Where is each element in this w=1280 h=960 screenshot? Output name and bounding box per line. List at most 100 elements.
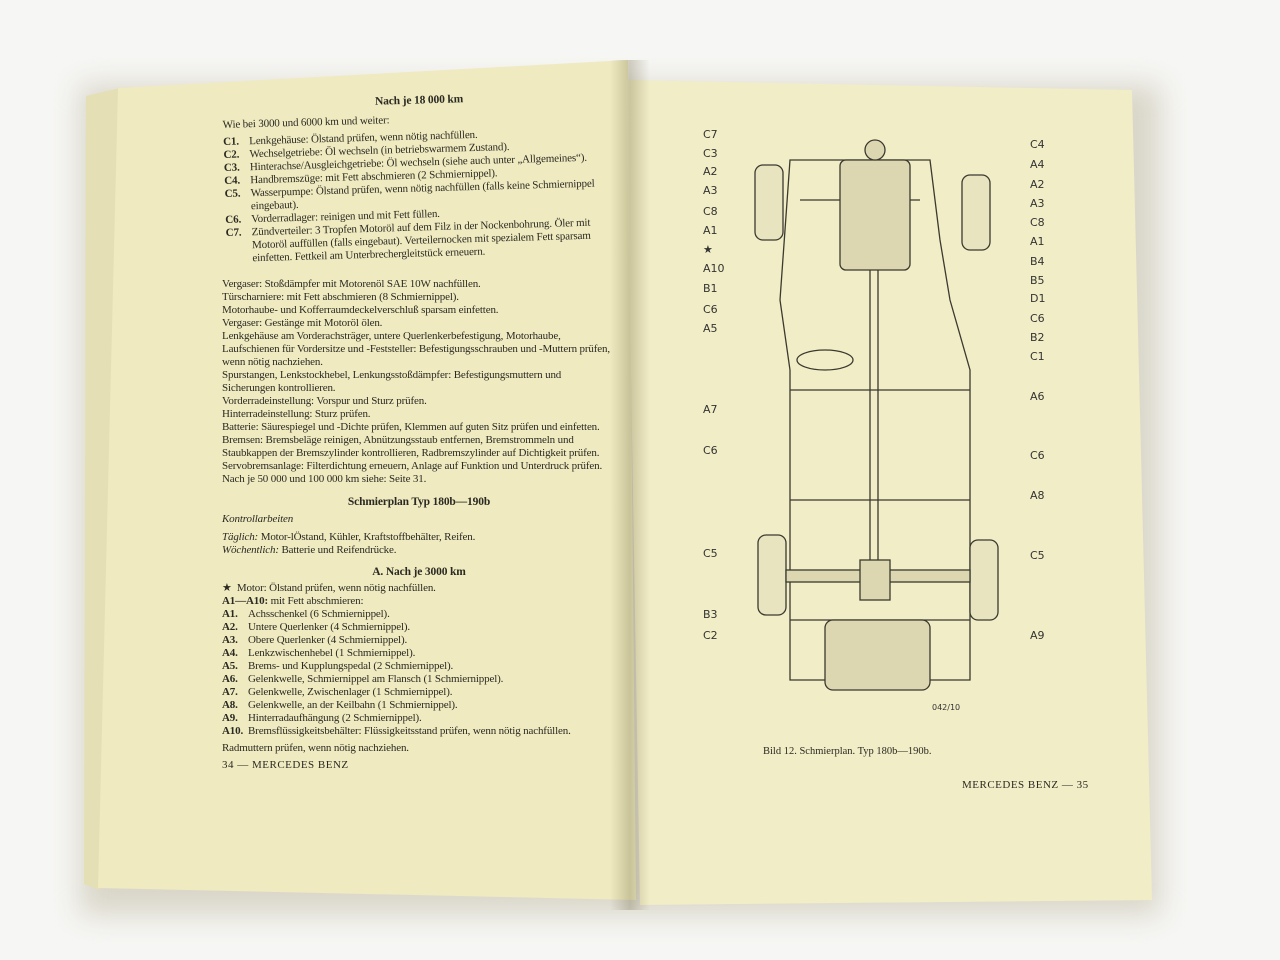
item-text: Achsschenkel (6 Schmiernippel). (248, 608, 390, 620)
a-item: A5.Brems- und Kupplungspedal (2 Schmiern… (222, 660, 616, 673)
diagram-label-left: A10 (703, 262, 725, 275)
paragraph: Nach je 50 000 und 100 000 km siehe: Sei… (222, 473, 427, 485)
item-text: Bremsflüssigkeitsbehälter: Flüssigkeitss… (248, 725, 571, 737)
diagram-label-right: C6 (1030, 312, 1045, 325)
item-code: A5. (222, 660, 238, 672)
diagram-label-left: C3 (703, 147, 718, 160)
book-gutter (610, 60, 650, 910)
taeglich-label: Täglich: (222, 531, 259, 543)
diagram-label-left: B1 (703, 282, 718, 295)
item-code: A7. (222, 686, 238, 698)
item-text: Obere Querlenker (4 Schmiernippel). (248, 634, 408, 646)
c-items-list: C1.Lenkgehäuse: Ölstand prüfen, wenn nöt… (223, 125, 620, 266)
item-code: A3. (222, 634, 238, 646)
radmuttern-text: Radmuttern prüfen, wenn nötig nachziehen… (222, 742, 409, 754)
paragraph: Türscharniere: mit Fett abschmieren (8 S… (222, 291, 459, 303)
paragraph: Bremsen: Bremsbeläge reinigen, Abnützung… (222, 434, 603, 472)
a-range-text: mit Fett abschmieren: (270, 595, 364, 607)
paragraph: Lenkgehäuse am Vorderachsträger, untere … (222, 330, 610, 368)
steering-wheel (796, 349, 854, 371)
rear-wheels (757, 534, 999, 621)
left-page-text: Nach je 18 000 km Wie bei 3000 und 6000 … (222, 93, 616, 772)
item-text: Untere Querlenker (4 Schmiernippel). (248, 621, 410, 633)
diagram-label-right: A2 (1030, 178, 1045, 191)
a-items-list: A1.Achsschenkel (6 Schmiernippel).A2.Unt… (222, 608, 616, 738)
diagram-label-right: A3 (1030, 197, 1045, 210)
diagram-label-right: C5 (1030, 549, 1045, 562)
right-page-footer: MERCEDES BENZ — 35 (962, 779, 1089, 791)
item-code: A8. (222, 699, 238, 711)
engine (839, 139, 911, 271)
diagram-label-right: A9 (1030, 629, 1045, 642)
diagram-label-right: A6 (1030, 390, 1045, 403)
star-text: Motor: Ölstand prüfen, wenn nötig nachfü… (236, 582, 436, 594)
item-text: Hinterradaufhängung (2 Schmiernippel). (248, 712, 422, 724)
item-code: C1. (223, 135, 240, 148)
paragraph: Spurstangen, Lenkstockhebel, Lenkungssto… (222, 369, 562, 394)
a-item: A1.Achsschenkel (6 Schmiernippel). (222, 608, 616, 621)
maintenance-paragraphs: Vergaser: Stoßdämpfer mit Motorenöl SAE … (222, 278, 616, 486)
diagram-label-left: ★ (703, 243, 713, 256)
star-icon: ★ (222, 582, 232, 594)
diagram-label-left: A7 (703, 403, 718, 416)
diagram-label-left: B3 (703, 608, 718, 621)
item-code: C4. (224, 174, 241, 187)
diagram-label-left: C6 (703, 303, 718, 316)
item-text: Gelenkwelle, an der Keilbahn (1 Schmiern… (248, 699, 458, 711)
diagram-label-left: C2 (703, 629, 718, 642)
diagram-label-right: C8 (1030, 216, 1045, 229)
item-code: C3. (223, 161, 240, 174)
diagram-label-left: A3 (703, 184, 718, 197)
diagram-label-right: B4 (1030, 255, 1045, 268)
front-wheels (754, 164, 991, 251)
diagram-label-left: A1 (703, 224, 718, 237)
diagram-label-right: B2 (1030, 331, 1045, 344)
paragraph: Motorhaube- und Kofferraumdeckelverschlu… (222, 304, 499, 316)
diagram-label-left: C8 (703, 205, 718, 218)
section-18000km: Nach je 18 000 km Wie bei 3000 und 6000 … (222, 89, 620, 266)
kontrollarbeiten-heading: Kontrollarbeiten (222, 513, 294, 525)
paragraph: Batterie: Säurespiegel und -Dichte prüfe… (222, 421, 600, 433)
drive-shaft (869, 270, 879, 570)
a-item: A7. Gelenkwelle, Zwischenlager (1 Schmier… (222, 686, 616, 699)
figure-caption: Bild 12. Schmierplan. Typ 180b—190b. (763, 746, 932, 757)
a-item: A6. Gelenkwelle, Schmiernippel am Flansch… (222, 673, 616, 686)
paragraph: Vorderradeinstellung: Vorspur und Sturz … (222, 395, 427, 407)
diagram-label-right: C1 (1030, 350, 1045, 363)
taeglich-text: Motor-lÖstand, Kühler, Kraftstoffbehälte… (260, 531, 476, 543)
diagram-label-left: A2 (703, 165, 718, 178)
diagram-label-right: A8 (1030, 489, 1045, 502)
item-code: C5. (224, 187, 241, 200)
a-item: A2.Untere Querlenker (4 Schmiernippel). (222, 621, 616, 634)
item-code: A6. (222, 673, 238, 685)
schmierplan-heading: Schmierplan Typ 180b—190b (347, 496, 491, 508)
diagram-label-right: D1 (1030, 292, 1046, 305)
a-item: A8. Gelenkwelle, an der Keilbahn (1 Schmi… (222, 699, 616, 712)
diagram-label-left: C6 (703, 444, 718, 457)
a-item: A3. Obere Querlenker (4 Schmiernippel). (222, 634, 616, 647)
item-code: C2. (223, 148, 240, 161)
chassis-lubrication-diagram: 042/10 (754, 139, 999, 712)
a-item: A9.Hinterradaufhängung (2 Schmiernippel)… (222, 712, 616, 725)
a-item: A4.Lenkzwischenhebel (1 Schmiernippel). (222, 647, 616, 660)
item-code: C7. (225, 226, 242, 239)
diagram-label-right: B5 (1030, 274, 1045, 287)
drawing-number: 042/10 (932, 703, 960, 712)
item-text: Gelenkwelle, Schmiernippel am Flansch (1… (248, 673, 504, 685)
paragraph: Vergaser: Gestänge mit Motoröl ölen. (222, 317, 383, 329)
item-text: Gelenkwelle, Zwischenlager (1 Schmiernip… (248, 686, 453, 698)
a-item: A10. Bremsflüssigkeitsbehälter: Flüssigke… (222, 725, 616, 738)
rear-axle (785, 559, 971, 601)
left-page-footer: 34 — MERCEDES BENZ (222, 759, 349, 771)
woechentlich-label: Wöchentlich: (222, 544, 279, 556)
paragraph: Vergaser: Stoßdämpfer mit Motorenöl SAE … (222, 278, 481, 290)
item-code: A4. (222, 647, 238, 659)
paragraph: Hinterradeinstellung: Sturz prüfen. (222, 408, 371, 420)
diagram-label-right: A1 (1030, 235, 1045, 248)
woechentlich-text: Batterie und Reifendrücke. (281, 544, 397, 556)
a-range-label: A1—A10: (222, 595, 269, 607)
diagram-label-right: C6 (1030, 449, 1045, 462)
item-code: A10. (222, 725, 244, 737)
diagram-label-left: A5 (703, 322, 718, 335)
